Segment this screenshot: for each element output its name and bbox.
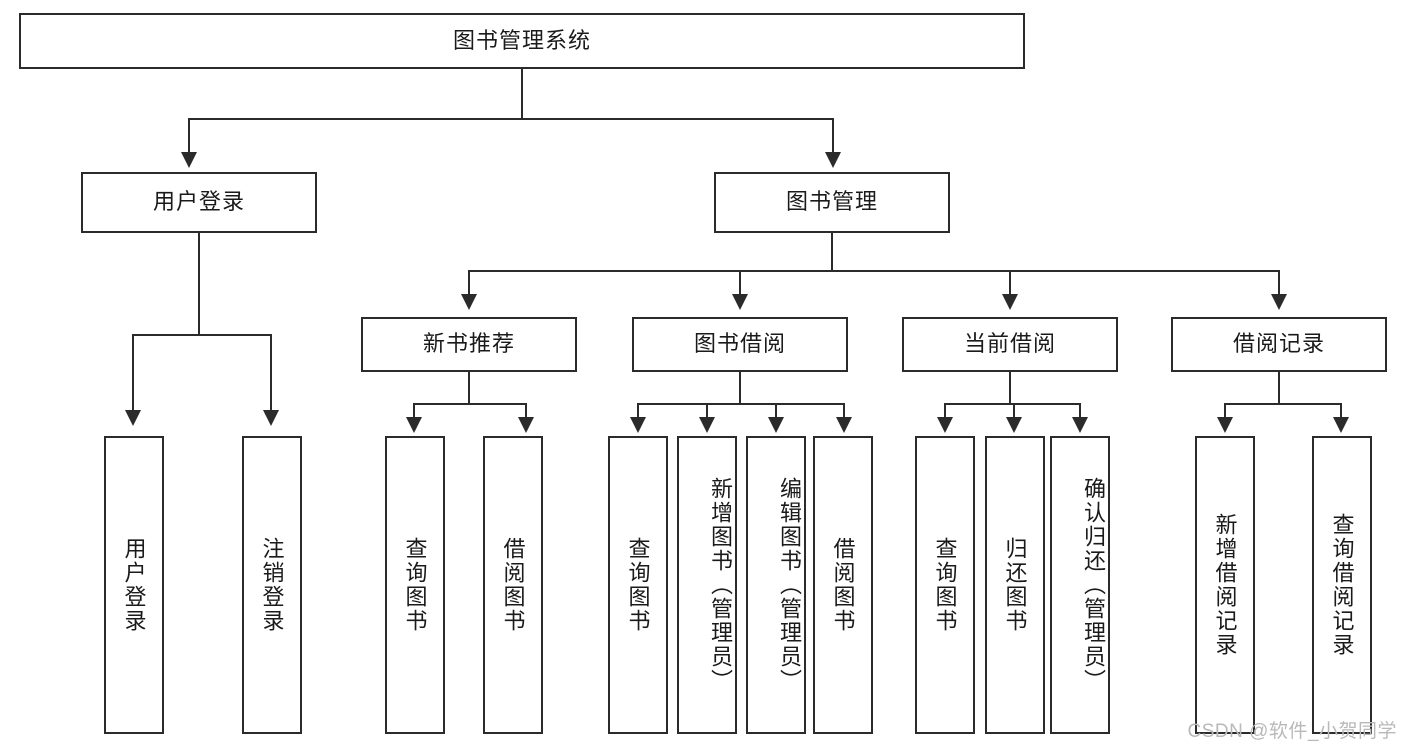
connector-to-book-borrow (739, 270, 741, 294)
leaf-label: 查询图书 (932, 537, 958, 633)
node-label: 新书推荐 (422, 331, 515, 357)
node-label: 用户登录 (152, 189, 245, 215)
leaf-label: 编辑图书（管理员） (777, 477, 802, 693)
connector-current-borrow-stem (1009, 372, 1011, 404)
connector-level2-bus (468, 270, 1280, 272)
leaf-query-record[interactable]: 查询借阅记录 (1312, 436, 1372, 734)
arrow-leaf-borrow-book-2 (836, 417, 852, 433)
connector-book-manage-stem (831, 233, 833, 271)
arrow-leaf-query-book-1 (406, 417, 422, 433)
connector-cb-drop-1 (944, 403, 946, 417)
node-book-manage[interactable]: 图书管理 (714, 172, 950, 233)
leaf-label: 归还图书 (1002, 537, 1028, 633)
connector-user-login-bus (132, 334, 270, 336)
connector-root-stem (521, 69, 523, 119)
arrow-leaf-query-record (1333, 417, 1349, 433)
connector-bb-drop-4 (843, 403, 845, 417)
node-borrow-record[interactable]: 借阅记录 (1171, 317, 1387, 372)
arrow-leaf-confirm-return (1072, 417, 1088, 433)
arrow-leaf-return-book (1006, 417, 1022, 433)
node-user-login[interactable]: 用户登录 (81, 172, 317, 233)
connector-user-login-stem (198, 233, 200, 335)
connector-borrow-record-bus (1224, 403, 1342, 405)
leaf-edit-book[interactable]: 编辑图书（管理员） (746, 436, 806, 734)
connector-current-borrow-bus (944, 403, 1081, 405)
leaf-confirm-return[interactable]: 确认归还（管理员） (1050, 436, 1110, 734)
leaf-label: 查询图书 (402, 537, 428, 633)
connector-br-drop-2 (1340, 403, 1342, 417)
arrow-leaf-edit-book (768, 417, 784, 433)
connector-to-user-login (188, 118, 190, 152)
node-book-borrow[interactable]: 图书借阅 (632, 317, 848, 372)
arrow-to-book-borrow (732, 294, 748, 310)
node-label: 当前借阅 (963, 331, 1056, 357)
connector-to-book-manage (832, 118, 834, 152)
leaf-label: 新增借阅记录 (1212, 513, 1238, 657)
connector-borrow-record-stem (1278, 372, 1280, 404)
leaf-query-book-3[interactable]: 查询图书 (915, 436, 975, 734)
arrow-to-book-manage (825, 152, 841, 168)
connector-nbr-drop-2 (525, 403, 527, 417)
node-current-borrow[interactable]: 当前借阅 (902, 317, 1118, 372)
connector-level1-bus (188, 118, 834, 120)
leaf-label: 查询借阅记录 (1329, 513, 1355, 657)
leaf-borrow-book-1[interactable]: 借阅图书 (483, 436, 543, 734)
leaf-add-record[interactable]: 新增借阅记录 (1195, 436, 1255, 734)
connector-cb-drop-2 (1013, 403, 1015, 417)
node-new-book-recommend[interactable]: 新书推荐 (361, 317, 577, 372)
connector-bb-drop-1 (637, 403, 639, 417)
csdn-watermark: CSDN @软件_小贺同学 (1187, 721, 1397, 742)
leaf-return-book[interactable]: 归还图书 (985, 436, 1045, 734)
connector-to-borrow-record (1278, 270, 1280, 294)
connector-to-new-book-recommend (468, 270, 470, 294)
leaf-add-book[interactable]: 新增图书（管理员） (677, 436, 737, 734)
arrow-leaf-borrow-book-1 (518, 417, 534, 433)
connector-br-drop-1 (1224, 403, 1226, 417)
leaf-borrow-book-2[interactable]: 借阅图书 (813, 436, 873, 734)
connector-book-borrow-stem (739, 372, 741, 404)
node-label: 图书借阅 (693, 331, 786, 357)
arrow-leaf-add-book (699, 417, 715, 433)
arrow-to-user-login (181, 152, 197, 168)
arrow-to-current-borrow (1002, 294, 1018, 310)
arrow-leaf-query-book-3 (937, 417, 953, 433)
connector-to-current-borrow (1009, 270, 1011, 294)
connector-nbr-drop-1 (413, 403, 415, 417)
connector-book-borrow-bus (637, 403, 845, 405)
connector-bb-drop-2 (706, 403, 708, 417)
leaf-label: 新增图书（管理员） (708, 477, 733, 693)
node-root-book-management-system[interactable]: 图书管理系统 (19, 13, 1025, 69)
connector-cb-drop-3 (1079, 403, 1081, 417)
connector-user-login-drop-2 (270, 334, 272, 410)
node-label: 图书管理系统 (452, 27, 591, 53)
connector-new-book-recommend-stem (468, 372, 470, 404)
arrow-leaf-query-book-2 (630, 417, 646, 433)
node-label: 图书管理 (785, 189, 878, 215)
arrow-leaf-logout (263, 410, 279, 426)
leaf-label: 注销登录 (259, 537, 285, 633)
connector-new-book-recommend-bus (413, 403, 527, 405)
connector-user-login-drop-1 (132, 334, 134, 410)
leaf-label: 确认归还（管理员） (1081, 477, 1106, 693)
arrow-to-new-book-recommend (461, 294, 477, 310)
leaf-query-book-2[interactable]: 查询图书 (608, 436, 668, 734)
leaf-label: 借阅图书 (830, 537, 856, 633)
arrow-to-borrow-record (1271, 294, 1287, 310)
arrow-leaf-user-login (125, 410, 141, 426)
leaf-label: 用户登录 (121, 537, 147, 633)
leaf-label: 查询图书 (625, 537, 651, 633)
node-label: 借阅记录 (1232, 331, 1325, 357)
leaf-label: 借阅图书 (500, 537, 526, 633)
connector-bb-drop-3 (775, 403, 777, 417)
arrow-leaf-add-record (1217, 417, 1233, 433)
leaf-query-book-1[interactable]: 查询图书 (385, 436, 445, 734)
leaf-user-login[interactable]: 用户登录 (104, 436, 164, 734)
leaf-logout[interactable]: 注销登录 (242, 436, 302, 734)
